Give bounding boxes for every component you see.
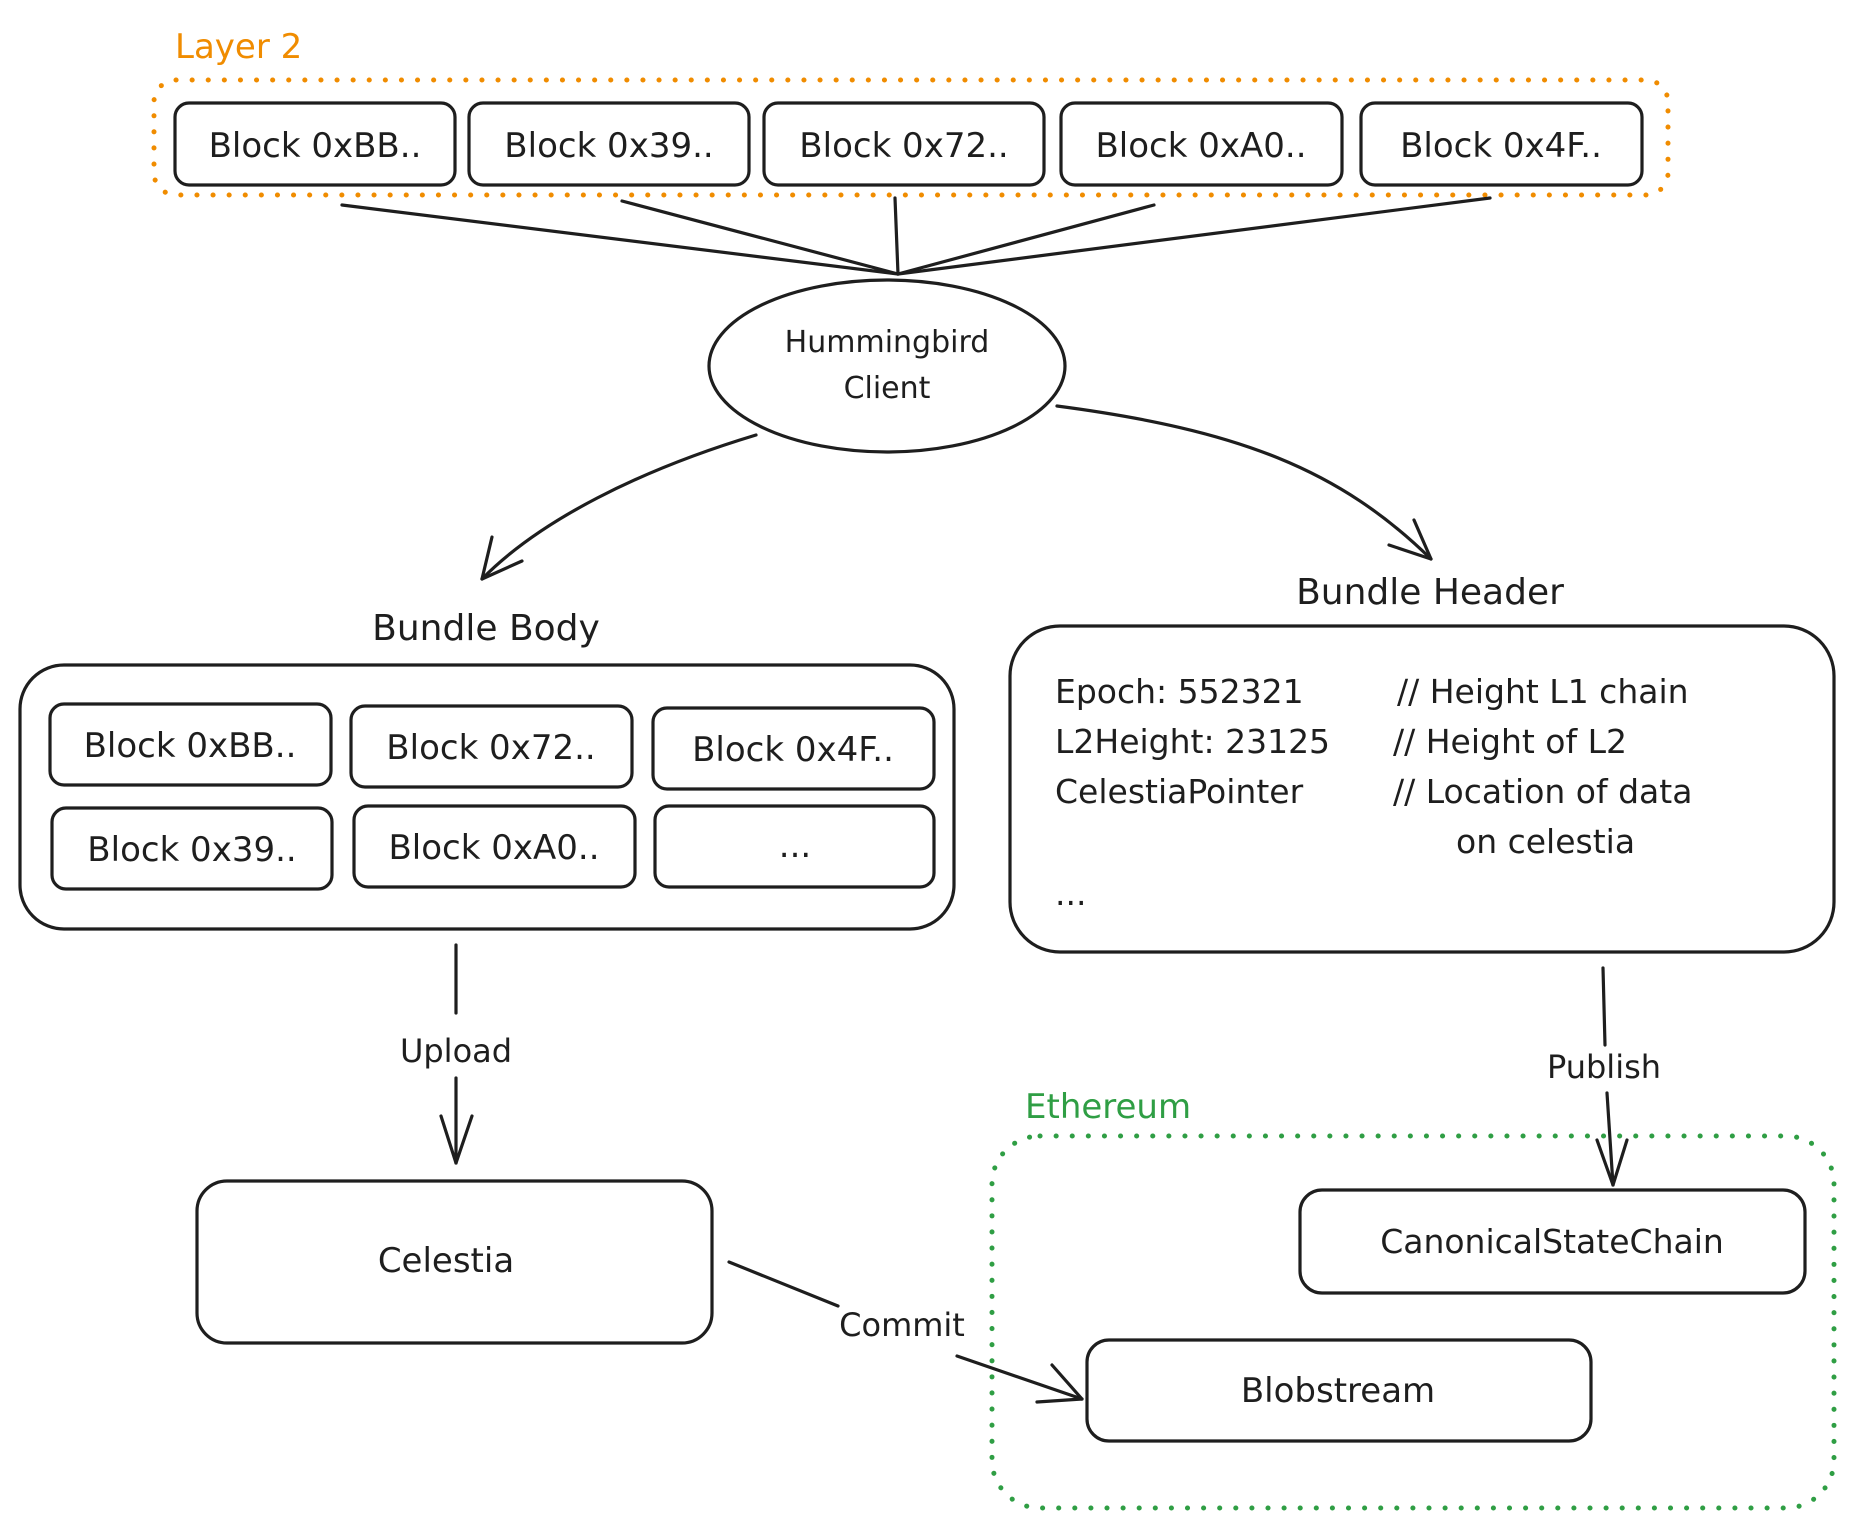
bundle-body-block[interactable]: Block 0xBB.. [48,702,333,787]
header-field-key: CelestiaPointer [1055,772,1304,811]
blobstream-node[interactable]: Blobstream [1085,1338,1593,1443]
header-field-comment: // Height of L2 [1393,722,1627,761]
bundle-body-block-label: Block 0xA0.. [388,828,599,868]
layer2-block-label: Block 0x72.. [799,126,1008,166]
celestia-label: Celestia [378,1241,514,1281]
header-field-key: Epoch: 552321 [1055,672,1304,711]
edge-block-to-client [896,196,1492,276]
layer2-block[interactable]: Block 0xA0.. [1059,101,1344,187]
header-field-comment: // Location of data [1393,772,1692,811]
bundle-body-block[interactable]: Block 0x72.. [349,704,634,789]
hummingbird-client-node[interactable]: Hummingbird Client [707,278,1067,454]
edge-commit [727,1260,840,1308]
layer2-block[interactable]: Block 0xBB.. [173,101,457,187]
celestia-node[interactable]: Celestia [195,1179,714,1345]
layer2-block[interactable]: Block 0x72.. [762,101,1046,187]
edge-publish [1605,1091,1615,1187]
canonical-state-chain-label: CanonicalStateChain [1380,1222,1724,1261]
edge-label-upload: Upload [400,1032,512,1070]
layer2-block-label: Block 0x39.. [504,126,713,166]
bundle-body-block[interactable]: Block 0x39.. [50,806,334,891]
edge-client-to-bundle-header [1055,404,1433,561]
bundle-body-container [18,663,956,931]
bundle-body-block[interactable]: Block 0x4F.. [651,706,936,791]
header-comment-continuation: on celestia [1456,822,1635,861]
edge-block-to-client [620,199,900,276]
canonical-state-chain-node[interactable]: CanonicalStateChain [1298,1188,1807,1295]
bundle-body-block-label: Block 0x39.. [87,830,296,870]
edge-publish [1601,966,1607,1047]
arrowhead-icon [1387,518,1433,561]
bundle-body-block-label: Block 0x72.. [386,728,595,768]
edge-label-publish: Publish [1547,1048,1661,1086]
bundle-body-block-label: Block 0x4F.. [692,730,894,770]
bundle-body-block-label: Block 0xBB.. [84,726,297,766]
ethereum-group-frame [989,1133,1837,1511]
edge-label-commit: Commit [839,1306,965,1344]
header-field-comment: // Height L1 chain [1397,672,1689,711]
layer2-block[interactable]: Block 0x4F.. [1359,101,1644,187]
blobstream-label: Blobstream [1241,1371,1435,1411]
layer2-block-label: Block 0x4F.. [1400,126,1602,166]
layer2-block-label: Block 0xA0.. [1095,126,1306,166]
edge-client-to-bundle-body [480,433,758,581]
edge-block-to-client [340,203,900,276]
bundle-body-block[interactable]: ... [653,804,936,889]
layer2-block[interactable]: Block 0x39.. [467,101,751,187]
edge-commit [955,1354,1084,1401]
ethereum-group-label: Ethereum [1025,1087,1191,1127]
client-label-line1: Hummingbird [785,325,990,360]
arrowhead-icon [1035,1363,1084,1404]
bundle-body-title: Bundle Body [372,608,600,649]
arrowhead-icon [480,535,524,581]
bundle-header-container [1008,624,1836,954]
bundle-body-block-label: ... [779,826,811,866]
bundle-header-title: Bundle Header [1296,572,1564,613]
header-ellipsis: ... [1055,874,1086,913]
arrowhead-icon [1595,1138,1629,1187]
edge-block-to-client [896,203,1156,276]
layer2-group-label: Layer 2 [175,27,302,67]
bundle-body-block[interactable]: Block 0xA0.. [352,804,637,889]
arrowhead-icon [439,1114,474,1165]
edge-block-to-client [893,196,900,276]
layer2-block-label: Block 0xBB.. [209,126,422,166]
header-field-key: L2Height: 23125 [1055,722,1330,761]
client-label-line2: Client [844,371,931,406]
